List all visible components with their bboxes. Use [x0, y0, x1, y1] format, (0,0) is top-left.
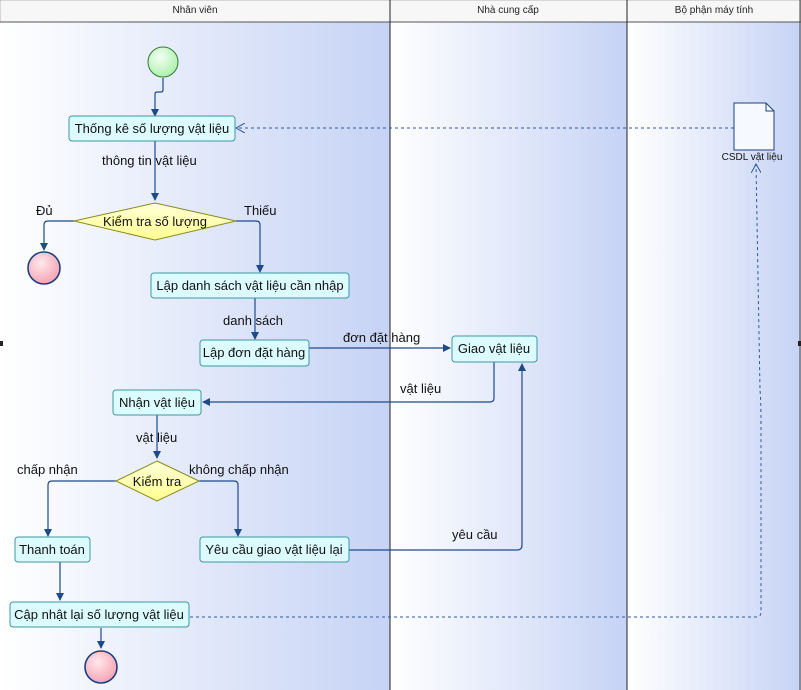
lane-employee-bg — [0, 0, 390, 690]
activity-lap-don-label: Lập đơn đặt hàng — [203, 345, 306, 360]
edge-label-vat-lieu-2: vật liệu — [136, 430, 177, 445]
edge-vat-lieu-to-nhan — [202, 362, 495, 406]
decision-kiem-tra-label: Kiểm tra — [133, 474, 182, 489]
edge-label-thong-tin: thông tin vật liệu — [102, 153, 197, 168]
activity-thanh-toan[interactable] — [14, 536, 91, 563]
right-handle — [798, 341, 801, 346]
edge-label-vat-lieu-1: vật liệu — [400, 381, 441, 396]
activity-yeu-cau-giao-lai-label: Yêu cầu giao vật liệu lại — [205, 542, 342, 557]
edge-du-to-end — [40, 220, 74, 251]
left-handle — [0, 341, 3, 346]
activity-cap-nhat[interactable] — [9, 601, 190, 628]
edge-khong-chap-nhan-to-yeu-cau — [199, 480, 242, 537]
lane-title-employee: Nhân viên — [172, 5, 217, 16]
activity-lap-don[interactable] — [199, 339, 310, 367]
activity-thong-ke[interactable] — [68, 115, 236, 142]
decision-kiem-tra-so-luong[interactable] — [73, 202, 237, 241]
edge-label-don-dat-hang: đơn đặt hàng — [343, 330, 420, 345]
activity-giao-vat-lieu[interactable] — [451, 335, 538, 363]
edge-label-du: Đủ — [36, 203, 53, 218]
end-node-2 — [84, 650, 118, 684]
activity-lap-danh-sach-label: Lập danh sách vật liệu cần nhập — [156, 278, 343, 293]
decision-kiem-tra[interactable] — [114, 460, 201, 502]
edge-start-to-thong-ke — [151, 78, 164, 117]
edge-chap-nhan-to-thanh-toan — [44, 480, 116, 537]
activity-lap-danh-sach[interactable] — [150, 272, 350, 299]
lane-title-computer: Bộ phận máy tính — [675, 5, 753, 16]
activity-giao-vat-lieu-label: Giao vật liệu — [458, 341, 530, 356]
datastore-document-icon[interactable] — [733, 102, 775, 151]
activity-nhan-vat-lieu-label: Nhận vật liệu — [119, 395, 195, 410]
objectflow-cap-nhat-to-csdl — [190, 164, 762, 618]
edge-label-khong-chap-nhan: không chấp nhận — [189, 462, 289, 477]
activity-thong-ke-label: Thống kê số lượng vật liệu — [75, 121, 230, 136]
edge-label-danh-sach: danh sách — [223, 313, 283, 328]
edge-label-chap-nhan: chấp nhận — [17, 462, 78, 477]
edge-label-thieu: Thiếu — [244, 203, 277, 218]
end-node-1 — [27, 251, 61, 285]
lane-computer-bg — [627, 0, 801, 690]
start-node — [147, 46, 179, 78]
datastore-label: CSDL vật liệu — [722, 152, 783, 163]
activity-thanh-toan-label: Thanh toán — [19, 542, 85, 557]
decision-kiem-tra-so-luong-label: Kiểm tra số lượng — [103, 214, 207, 229]
edge-yeu-cau-to-giao — [349, 363, 526, 551]
edge-label-yeu-cau: yêu cầu — [452, 527, 498, 542]
activity-yeu-cau-giao-lai[interactable] — [199, 536, 350, 563]
lane-title-supplier: Nhà cung cấp — [477, 4, 539, 16]
edge-thieu-to-lap-danh-sach — [236, 220, 264, 273]
activity-nhan-vat-lieu[interactable] — [112, 389, 202, 416]
document-fold-icon — [765, 103, 774, 112]
activity-cap-nhat-label: Cập nhật lại số lượng vật liệu — [14, 607, 184, 622]
